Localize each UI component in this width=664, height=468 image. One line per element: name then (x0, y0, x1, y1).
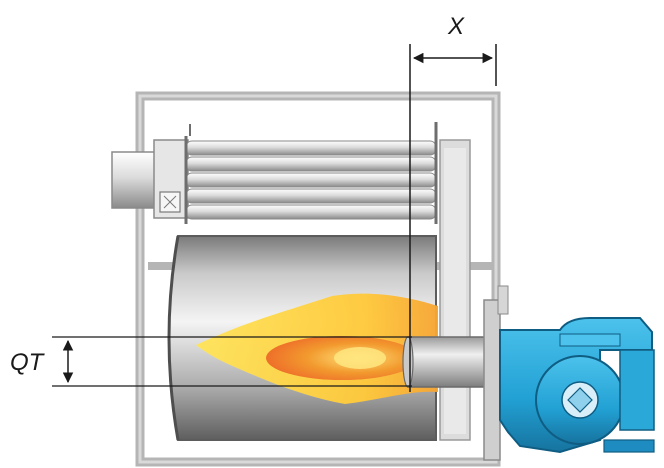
burner-unit (499, 317, 655, 454)
flame (196, 293, 438, 404)
front-tube-plate (439, 139, 471, 441)
burner-flange (483, 285, 509, 461)
x-dimension: X (409, 13, 497, 392)
burner-blast-tube (402, 336, 489, 388)
flue-outlet (111, 151, 157, 209)
x-dimension-label: X (447, 13, 465, 40)
fire-tube-bundle (184, 122, 438, 224)
qt-dimension: QT (10, 336, 412, 387)
smoke-box (153, 139, 189, 219)
qt-dimension-label: QT (10, 349, 46, 376)
